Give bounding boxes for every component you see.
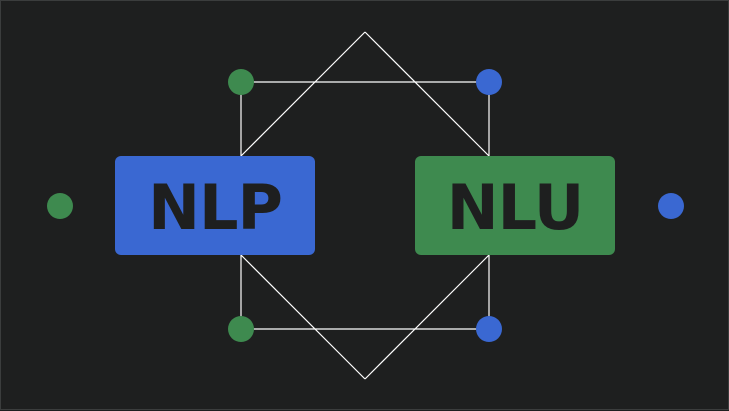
green-dot-left — [47, 193, 73, 219]
blue-dot-right — [658, 193, 684, 219]
diamond-edge-bottom-left — [240, 254, 366, 380]
nlu-label: NLU — [447, 171, 584, 244]
green-dot-bottom-left — [228, 316, 254, 342]
nlp-label: NLP — [148, 171, 282, 244]
nlu-box — [415, 156, 615, 255]
blue-dot-top-right — [476, 69, 502, 95]
diamond-edge-bottom-right — [364, 254, 490, 380]
blue-dot-bottom-right — [476, 316, 502, 342]
nlp-box — [115, 156, 315, 255]
diamond-edge-top-right — [364, 31, 490, 157]
diamond-edge-top-left — [240, 31, 366, 157]
green-dot-top-left — [228, 69, 254, 95]
